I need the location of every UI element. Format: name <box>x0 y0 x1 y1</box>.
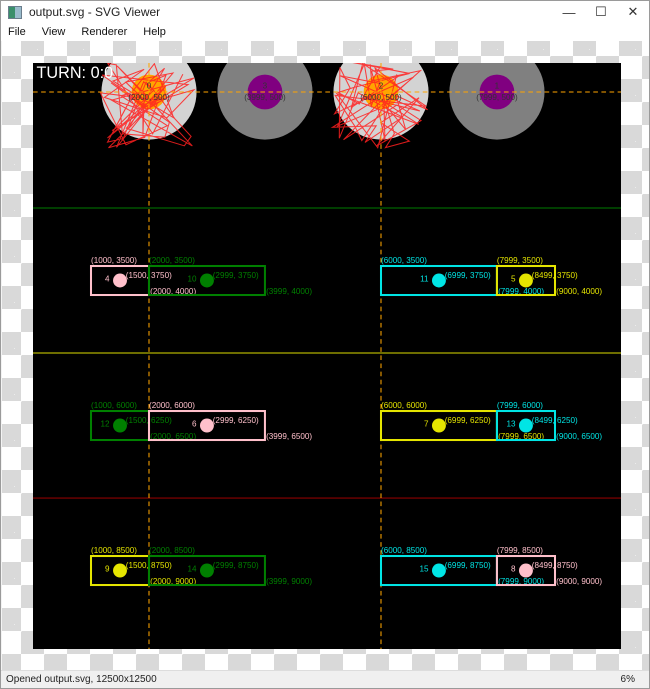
base-id-label: 0 <box>147 82 152 91</box>
unit-coord-label: (8499, 3750) <box>532 271 578 280</box>
unit-coord-label: (2999, 6250) <box>213 416 259 425</box>
unit-id-label: 15 <box>419 565 429 574</box>
menu-help[interactable]: Help <box>143 26 166 38</box>
zone-bottom-right-label: (9000, 6500) <box>556 432 602 441</box>
unit-coord-label: (6999, 8750) <box>445 561 491 570</box>
zone-bottom-right-label: (3999, 9000) <box>266 577 312 586</box>
unit-coord-label: (6999, 3750) <box>445 271 491 280</box>
unit-point <box>518 273 533 288</box>
zone-bottom-right-label: (9000, 4000) <box>556 287 602 296</box>
menu-view[interactable]: View <box>41 26 66 38</box>
unit-id-label: 14 <box>187 565 197 574</box>
zone-top-left-label: (7999, 8500) <box>497 546 543 555</box>
status-text: Opened output.svg, 12500x12500 <box>6 674 157 685</box>
menu-file[interactable]: File <box>8 26 26 38</box>
zone-top-left-label: (7999, 3500) <box>497 256 543 265</box>
zone-rect <box>147 555 266 587</box>
unit-id-label: 13 <box>506 420 516 429</box>
unit-coord-label: (6999, 6250) <box>445 416 491 425</box>
unit-point <box>199 273 214 288</box>
zone-top-left-label: (1000, 3500) <box>91 256 137 265</box>
unit-id-label: 12 <box>101 420 111 429</box>
unit-id-label: 10 <box>187 275 197 284</box>
unit-point <box>431 273 446 288</box>
zone-top-left-label: (7999, 6000) <box>497 401 543 410</box>
unit-id-label: 6 <box>192 420 197 429</box>
unit-point <box>518 418 533 433</box>
unit-id-label: 5 <box>511 275 516 284</box>
unit-point <box>199 418 214 433</box>
zone-top-left-label: (2000, 8500) <box>149 546 195 555</box>
unit-point <box>431 563 446 578</box>
zone-rect <box>495 410 557 442</box>
unit-coord-label: (8499, 6250) <box>532 416 578 425</box>
unit-point <box>113 273 127 288</box>
unit-point <box>113 418 127 433</box>
zone-bottom-right-label: (2000, 4000) <box>150 287 196 296</box>
window-title: output.svg - SVG Viewer <box>29 5 161 19</box>
unit-point <box>518 563 533 578</box>
minimize-button[interactable]: — <box>562 4 576 20</box>
zone-rect <box>495 555 557 587</box>
base-id-label: 2 <box>379 82 384 91</box>
base-coord-label: (3999, 500) <box>244 93 286 102</box>
unit-coord-label: (8499, 8750) <box>532 561 578 570</box>
zone-top-left-label: (6000, 3500) <box>381 256 427 265</box>
zone-top-left-label: (1000, 6000) <box>91 401 137 410</box>
zone-top-left-label: (2000, 3500) <box>149 256 195 265</box>
zone-top-left-label: (6000, 6000) <box>381 401 427 410</box>
unit-coord-label: (2999, 8750) <box>213 561 259 570</box>
menu-bar: File View Renderer Help <box>1 23 649 41</box>
zone-rect <box>147 264 266 297</box>
unit-id-label: 8 <box>511 565 516 574</box>
unit-id-label: 7 <box>424 420 429 429</box>
zone-top-left-label: (6000, 8500) <box>381 546 427 555</box>
svg-viewport[interactable]: 0 (2000, 500) 3 (3999, 500) 2 (6000, 500) 1 (79… <box>2 41 649 673</box>
unit-point <box>431 418 446 433</box>
base-id-label: 1 <box>495 82 500 91</box>
unit-coord-label: (2999, 3750) <box>213 271 259 280</box>
zone-rect <box>147 410 266 442</box>
base-coord-label: (7999, 500) <box>476 93 518 102</box>
zone-bottom-right-label: (3999, 4000) <box>266 287 312 296</box>
scene-background <box>33 63 621 649</box>
zone-bottom-right-label: (7999, 6500) <box>498 432 544 441</box>
zone-bottom-right-label: (7999, 4000) <box>498 287 544 296</box>
zoom-level: 6% <box>620 674 635 685</box>
menu-renderer[interactable]: Renderer <box>81 26 128 38</box>
zone-bottom-right-label: (2000, 6500) <box>150 432 196 441</box>
base-coord-label: (2000, 500) <box>128 93 170 102</box>
unit-id-label: 9 <box>105 565 110 574</box>
base-coord-label: (6000, 500) <box>360 93 402 102</box>
maximize-button[interactable]: ☐ <box>595 4 607 19</box>
zone-rect <box>495 264 557 297</box>
zone-bottom-right-label: (9000, 9000) <box>556 577 602 586</box>
unit-id-label: 4 <box>105 275 110 284</box>
unit-id-label: 11 <box>420 275 429 284</box>
zone-top-left-label: (2000, 6000) <box>149 401 195 410</box>
unit-point <box>199 563 214 578</box>
unit-path-scribble <box>330 63 428 149</box>
unit-point <box>113 563 127 578</box>
zone-bottom-right-label: (2000, 9000) <box>150 577 196 586</box>
title-bar: output.svg - SVG Viewer — ☐ ✕ <box>1 1 649 23</box>
base-id-label: 3 <box>263 82 268 91</box>
app-icon <box>8 5 22 19</box>
zone-bottom-right-label: (7999, 9000) <box>498 577 544 586</box>
close-button[interactable]: ✕ <box>627 4 639 19</box>
status-bar: Opened output.svg, 12500x12500 6% <box>1 670 649 688</box>
turn-label: TURN: 0:0 <box>36 64 113 82</box>
zone-top-left-label: (1000, 8500) <box>91 546 137 555</box>
zone-bottom-right-label: (3999, 6500) <box>266 432 312 441</box>
unit-path-scribble <box>99 63 196 149</box>
svg-canvas: 0 (2000, 500) 3 (3999, 500) 2 (6000, 500) 1 (79… <box>33 63 621 649</box>
